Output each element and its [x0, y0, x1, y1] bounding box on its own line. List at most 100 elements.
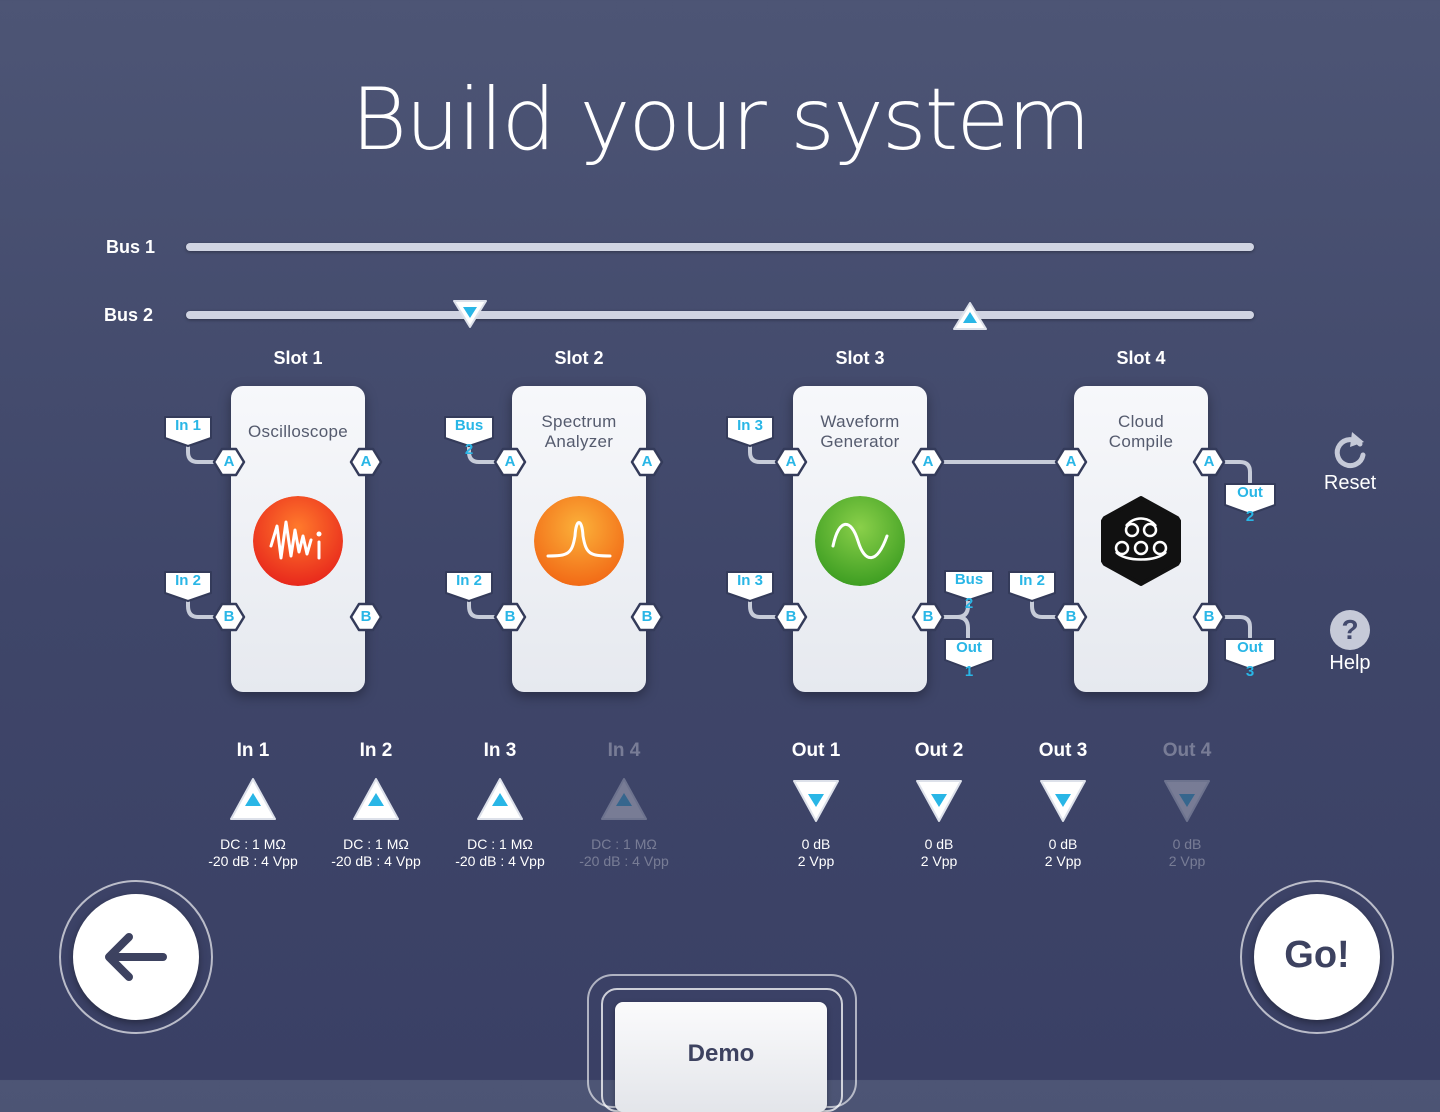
bus-2-down-marker-icon[interactable]	[450, 298, 490, 330]
card-name-line-1: Spectrum	[541, 412, 617, 431]
slot-3-tag-out-b-bus[interactable]: Bus 2	[942, 568, 996, 612]
bus-2-track[interactable]	[186, 311, 1254, 319]
port-shape	[1192, 447, 1226, 477]
port-shape	[493, 602, 527, 632]
bus-2-up-marker-icon[interactable]	[950, 300, 990, 332]
slot-3-tag-in-a[interactable]: In 3	[724, 414, 776, 447]
slot-2-port-in-a[interactable]: A	[493, 447, 527, 477]
port-label: B	[922, 608, 934, 625]
slot-1-port-out-b[interactable]: B	[349, 602, 383, 632]
oscilloscope-icon	[253, 496, 343, 586]
demo-button-ring: Demo	[601, 988, 843, 1112]
slot-3-port-in-a[interactable]: A	[774, 447, 808, 477]
up-arrow-icon	[477, 778, 523, 820]
slot-3-port-in-b[interactable]: B	[774, 602, 808, 632]
io-spec-2: -20 dB : 4 Vpp	[455, 853, 545, 869]
slot-2-tag-in-a[interactable]: Bus 2	[442, 414, 496, 458]
slot-1-port-out-a[interactable]: A	[349, 447, 383, 477]
help-glyph: ?	[1341, 614, 1359, 645]
output-out-2[interactable]: Out 2 0 dB 2 Vpp	[877, 740, 1001, 870]
slot-4-port-in-b[interactable]: B	[1054, 602, 1088, 632]
slot-3-tag-in-b[interactable]: In 3	[724, 569, 776, 602]
tag-shape-down	[444, 416, 494, 447]
down-arrow-icon	[916, 780, 962, 822]
slot-2-port-out-b[interactable]: B	[630, 602, 664, 632]
io-label: Out 2	[914, 740, 964, 761]
slot-2-port-in-b[interactable]: B	[493, 602, 527, 632]
go-button-face: Go!	[1254, 894, 1380, 1020]
slot-4-tag-out-b[interactable]: Out 3	[1222, 636, 1278, 680]
io-label: Out 3	[1038, 740, 1088, 761]
bus-2-label: Bus 2	[104, 305, 154, 325]
io-spec-2: -20 dB : 4 Vpp	[331, 853, 421, 869]
output-out-3[interactable]: Out 3 0 dB 2 Vpp	[1001, 740, 1125, 870]
slot-1-card-oscilloscope[interactable]: Oscilloscope	[231, 386, 365, 692]
slot-3-port-out-a[interactable]: A	[911, 447, 945, 477]
slot-2-tag-in-b[interactable]: In 2	[443, 569, 495, 602]
slot-3-tag-out-b-out[interactable]: Out 1	[942, 636, 996, 680]
help-icon: ?	[1330, 610, 1370, 650]
slot-3-port-out-b[interactable]: B	[911, 602, 945, 632]
slot-4-tag-out-a[interactable]: Out 2	[1222, 481, 1278, 525]
tag-label: In 1	[175, 417, 201, 434]
reset-button[interactable]: Reset	[1310, 428, 1390, 495]
output-out-4-disabled: Out 4 0 dB 2 Vpp	[1125, 740, 1249, 870]
down-arrow-icon	[793, 780, 839, 822]
slot-4-card-cloud-compile[interactable]: Cloud Compile	[1074, 386, 1208, 692]
cloud-compile-icon	[1101, 496, 1181, 586]
slot-4-port-out-a[interactable]: A	[1192, 447, 1226, 477]
back-button[interactable]	[59, 880, 213, 1034]
slot-2-port-out-a[interactable]: A	[630, 447, 664, 477]
up-arrow-icon	[601, 778, 647, 820]
port-shape	[630, 447, 664, 477]
input-in-1[interactable]: In 1 DC : 1 MΩ -20 dB : 4 Vpp	[191, 740, 315, 870]
tag-label: Bus 2	[954, 571, 984, 612]
port-shape	[212, 602, 246, 632]
slot-2-card-spectrum-analyzer[interactable]: Spectrum Analyzer	[512, 386, 646, 692]
port-label: A	[504, 453, 516, 470]
slot-3-card-waveform-generator[interactable]: Waveform Generator	[793, 386, 927, 692]
tag-label: In 2	[175, 572, 201, 589]
page-title: Build your system	[350, 70, 1091, 170]
card-name-line-2: Analyzer	[544, 432, 614, 451]
sine-wave-icon	[815, 496, 905, 586]
tag-shape-down	[164, 571, 212, 602]
slot-1-tag-in-a[interactable]: In 1	[162, 414, 214, 447]
port-shape	[212, 447, 246, 477]
port-label: B	[360, 608, 372, 625]
output-out-1[interactable]: Out 1 0 dB 2 Vpp	[754, 740, 878, 870]
input-in-3[interactable]: In 3 DC : 1 MΩ -20 dB : 4 Vpp	[438, 740, 562, 870]
card-name-line-2: Compile	[1108, 432, 1174, 451]
go-button[interactable]: Go!	[1240, 880, 1394, 1034]
slot-4-port-in-a[interactable]: A	[1054, 447, 1088, 477]
up-arrow-icon	[353, 778, 399, 820]
slot-1-tag-in-b[interactable]: In 2	[162, 569, 214, 602]
io-spec-1: DC : 1 MΩ	[343, 836, 409, 852]
slot-4-port-out-b[interactable]: B	[1192, 602, 1226, 632]
port-label: B	[1065, 608, 1077, 625]
input-in-2[interactable]: In 2 DC : 1 MΩ -20 dB : 4 Vpp	[314, 740, 438, 870]
tag-shape-down	[164, 416, 212, 447]
port-label: A	[1203, 453, 1215, 470]
demo-button-frame: Demo	[587, 974, 857, 1112]
port-label: A	[1065, 453, 1077, 470]
card-name-line-2: Generator	[820, 432, 900, 451]
tag-shape-down	[1008, 571, 1056, 602]
bus-1-track[interactable]	[186, 243, 1254, 251]
port-label: B	[641, 608, 653, 625]
slot-1-port-in-b[interactable]: B	[212, 602, 246, 632]
slot-1-port-in-a[interactable]: A	[212, 447, 246, 477]
demo-button[interactable]: Demo	[615, 1002, 827, 1112]
port-label: A	[785, 453, 797, 470]
tag-label: In 3	[737, 572, 763, 589]
port-shape	[911, 602, 945, 632]
down-arrow-icon	[1164, 780, 1210, 822]
slot-4-tag-in-b[interactable]: In 2	[1006, 569, 1058, 602]
port-label: A	[641, 453, 653, 470]
port-label: B	[785, 608, 797, 625]
up-arrow-icon	[230, 778, 276, 820]
help-button[interactable]: ? Help	[1310, 610, 1390, 675]
io-spec-1: 0 dB	[1048, 836, 1078, 852]
input-in-4-disabled: In 4 DC : 1 MΩ -20 dB : 4 Vpp	[562, 740, 686, 870]
arrow-left-icon	[105, 933, 167, 981]
